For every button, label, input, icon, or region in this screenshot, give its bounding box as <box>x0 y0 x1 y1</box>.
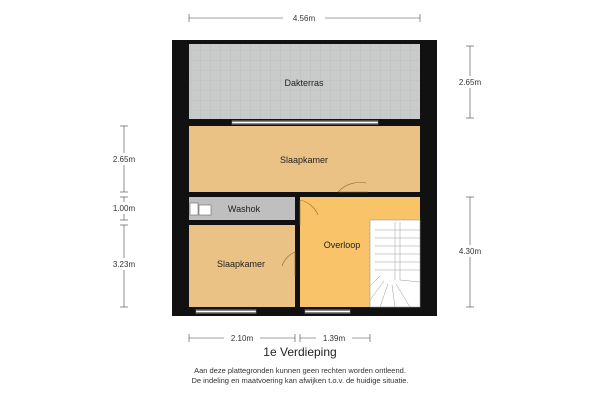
disclaimer-line-1: Aan deze plattegronden kunnen geen recht… <box>194 366 406 375</box>
room-washok <box>189 197 295 220</box>
window-frames <box>195 120 379 314</box>
label-dakterras: Dakterras <box>284 78 324 88</box>
label-slaapkamer-bottom: Slaapkamer <box>217 259 265 269</box>
dimension-label-gaps <box>108 12 485 344</box>
dim-right-upper: 2.65m <box>459 78 482 87</box>
room-slaapkamer-bottom <box>189 225 295 307</box>
room-slaapkamer-top <box>189 126 420 192</box>
dim-bottom-left: 2.10m <box>231 334 254 343</box>
label-washok: Washok <box>228 204 261 214</box>
dim-right-lower: 4.30m <box>459 247 482 256</box>
floor-title: 1e Verdieping <box>263 345 337 359</box>
doors <box>281 182 368 276</box>
dim-left-lower: 3.23m <box>113 260 136 269</box>
dim-left-middle: 1.00m <box>113 204 136 213</box>
dim-bottom-right: 1.39m <box>323 334 346 343</box>
stair-treads <box>369 222 421 308</box>
washok-fixtures <box>189 202 212 216</box>
terrace-tiles <box>189 44 420 119</box>
dim-left-upper: 2.65m <box>113 155 136 164</box>
windows <box>196 121 378 313</box>
dim-top-width: 4.56m <box>293 14 316 23</box>
label-overloop: Overloop <box>324 240 361 250</box>
disclaimer-line-2: De indeling en maatvoering kan afwijken … <box>191 376 409 385</box>
label-slaapkamer-top: Slaapkamer <box>280 155 328 165</box>
